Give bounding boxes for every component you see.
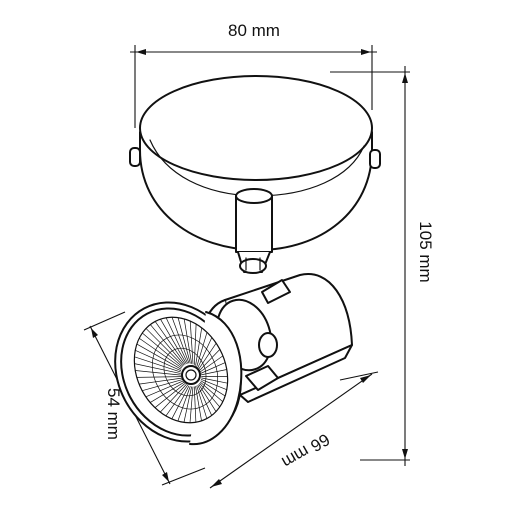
facet-line [171, 317, 190, 364]
facet-line [160, 318, 187, 364]
facet-ring [151, 334, 219, 410]
facet-line [135, 370, 181, 376]
facet-line [199, 349, 221, 371]
facet-line [134, 356, 181, 373]
facet-line [183, 386, 192, 423]
facet-line [139, 337, 183, 369]
facet-line [195, 386, 202, 421]
label-width: 80 mm [228, 21, 280, 40]
label-height: 105 mm [416, 221, 435, 282]
facet-line [197, 337, 213, 368]
swivel-arm [235, 188, 273, 274]
facet-line [197, 384, 212, 416]
facet-line [193, 324, 197, 365]
facet-line [134, 363, 181, 374]
facet-line [198, 383, 217, 412]
facet-line [136, 376, 182, 378]
reflector-head [114, 301, 243, 446]
label-depth: 66 mm [278, 430, 333, 472]
facet-line [135, 349, 182, 371]
facet-line [195, 327, 203, 366]
facet-line [145, 380, 184, 398]
facet-line [177, 386, 191, 422]
ceiling-canopy [129, 75, 381, 251]
facet-line [177, 317, 191, 364]
facet-line [142, 379, 183, 391]
facet-line [200, 355, 224, 373]
facet-ring [163, 347, 207, 397]
facet-line [200, 362, 226, 374]
dimension-width: 80 mm [130, 21, 377, 128]
facet-line [154, 321, 186, 365]
reflector-facets [134, 317, 228, 423]
facet-line [150, 324, 185, 366]
facet-line [199, 382, 220, 408]
label-head-diameter: 54 mm [104, 388, 123, 440]
facet-line [189, 321, 194, 365]
facet-line [165, 317, 189, 364]
facet-line [142, 332, 183, 368]
facet-line [200, 369, 227, 376]
facet-line [149, 381, 185, 403]
facet-line [165, 384, 188, 417]
facet-line [154, 383, 186, 408]
facet-line [193, 386, 197, 423]
facet-line [196, 385, 208, 419]
facet-line [136, 343, 182, 370]
facet-line [139, 377, 182, 385]
facet-line [189, 386, 194, 423]
facet-line [198, 342, 217, 370]
facet-line [183, 318, 193, 364]
facet-line [145, 328, 184, 367]
facet-line [171, 385, 190, 420]
facet-line [196, 332, 208, 367]
dimension-height: 105 mm [330, 66, 435, 466]
facet-line [160, 384, 187, 413]
